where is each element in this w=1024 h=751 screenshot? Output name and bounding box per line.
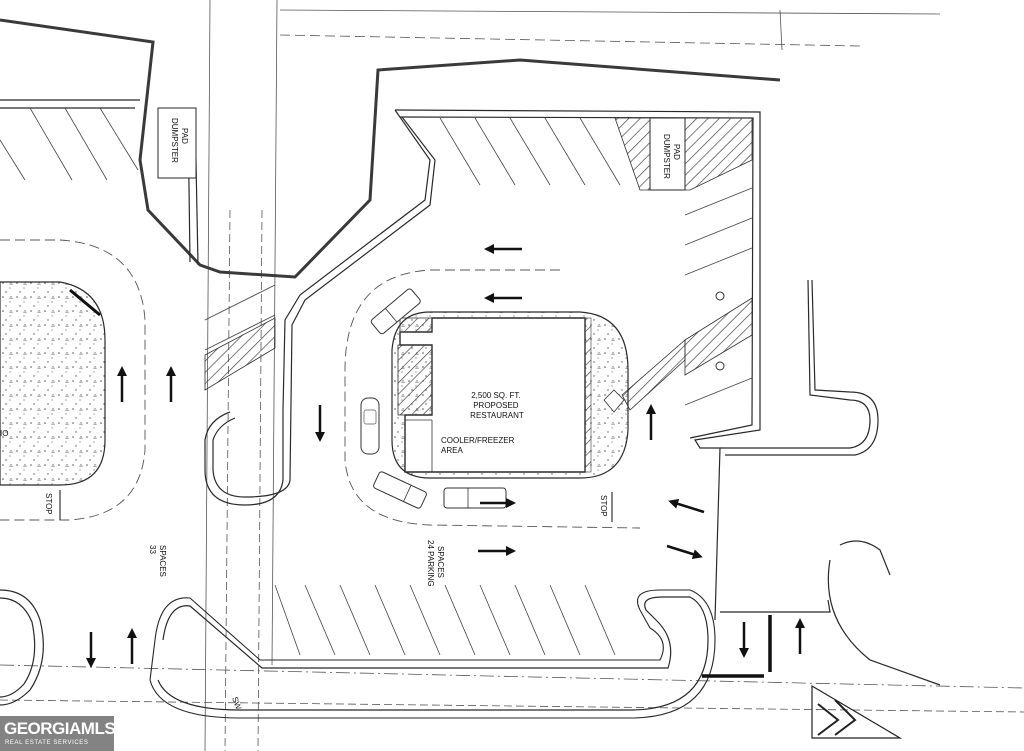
restaurant-building xyxy=(397,317,625,473)
restaurant-line3: RESTAURANT xyxy=(470,411,524,420)
dumpster-left-line1: DUMPSTER xyxy=(170,118,179,163)
svg-text:33 SPACES: 33 SPACES xyxy=(148,545,167,577)
watermark-main: GEORGIAMLS xyxy=(4,719,116,738)
traffic-arrows xyxy=(86,244,805,668)
parking-33-line2: SPACES xyxy=(158,545,167,577)
svg-text:DUMPSTER PAD: DUMPSTER PAD xyxy=(170,118,189,165)
parking-33-line1: 33 xyxy=(148,545,157,554)
stop-label-left: STOP xyxy=(44,493,53,515)
restaurant-line2: PROPOSED xyxy=(473,401,519,410)
watermark-sub: REAL ESTATE SERVICES xyxy=(5,740,89,746)
vehicle-parked-left xyxy=(360,397,380,455)
vehicle-truck-bottom-left xyxy=(373,471,427,509)
restaurant-line1: 2,500 SQ. FT. xyxy=(471,391,520,400)
vehicle-truck-top xyxy=(370,288,421,335)
partial-label-left: IO xyxy=(0,429,8,438)
left-hatch-crosswalk xyxy=(204,317,276,391)
cooler-line2: AREA xyxy=(441,446,463,455)
arrow-diag-in xyxy=(668,499,705,514)
left-parking-stripes xyxy=(0,107,276,351)
dumpster-pad-left xyxy=(157,107,197,179)
vehicle-truck-bottom-right xyxy=(443,487,507,509)
georgiamls-watermark: GEORGIAMLS REAL ESTATE SERVICES xyxy=(0,716,116,751)
svg-text:2,500 SQ. FT. PROPOSED: 2,500 SQ. FT. PROPOSED RESTAURANT xyxy=(470,391,524,420)
stop-bars xyxy=(59,490,613,522)
accessible-ramp-hatch xyxy=(621,297,753,411)
north-arrow-icon xyxy=(811,684,903,739)
sw-label: SW xyxy=(230,696,243,712)
dumpster-right-line2: PAD xyxy=(672,144,681,160)
drive-thru-lane xyxy=(344,269,641,529)
cooler-line1: COOLER/FREEZER xyxy=(441,436,515,445)
plan-labels: DUMPSTER PAD DUMPSTER PAD 2,500 SQ. FT. … xyxy=(0,118,681,711)
dumpster-pad-right xyxy=(614,117,753,191)
dumpster-left-line2: PAD xyxy=(180,128,189,144)
left-landscape-island xyxy=(0,239,146,521)
accessible-parking-icon xyxy=(715,291,725,371)
parking-24-line1: 24 PARKING xyxy=(426,540,435,587)
svg-text:DUMPSTER PAD: DUMPSTER PAD xyxy=(662,134,681,181)
curb-bottom-right xyxy=(702,615,772,678)
arrow-diag-out xyxy=(666,544,703,559)
parcel-outline xyxy=(0,99,941,719)
svg-text:COOLER/FREEZER AREA: COOLER/FREEZER AREA xyxy=(441,436,517,455)
svg-text:24 PARKING SPACES: 24 PARKING SPACES xyxy=(426,540,445,589)
limit-line xyxy=(0,18,781,279)
parking-24-line2: SPACES xyxy=(436,546,445,578)
dumpster-right-line1: DUMPSTER xyxy=(662,134,671,179)
stop-label-right: STOP xyxy=(599,495,608,517)
main-parking-stripes xyxy=(274,117,753,656)
